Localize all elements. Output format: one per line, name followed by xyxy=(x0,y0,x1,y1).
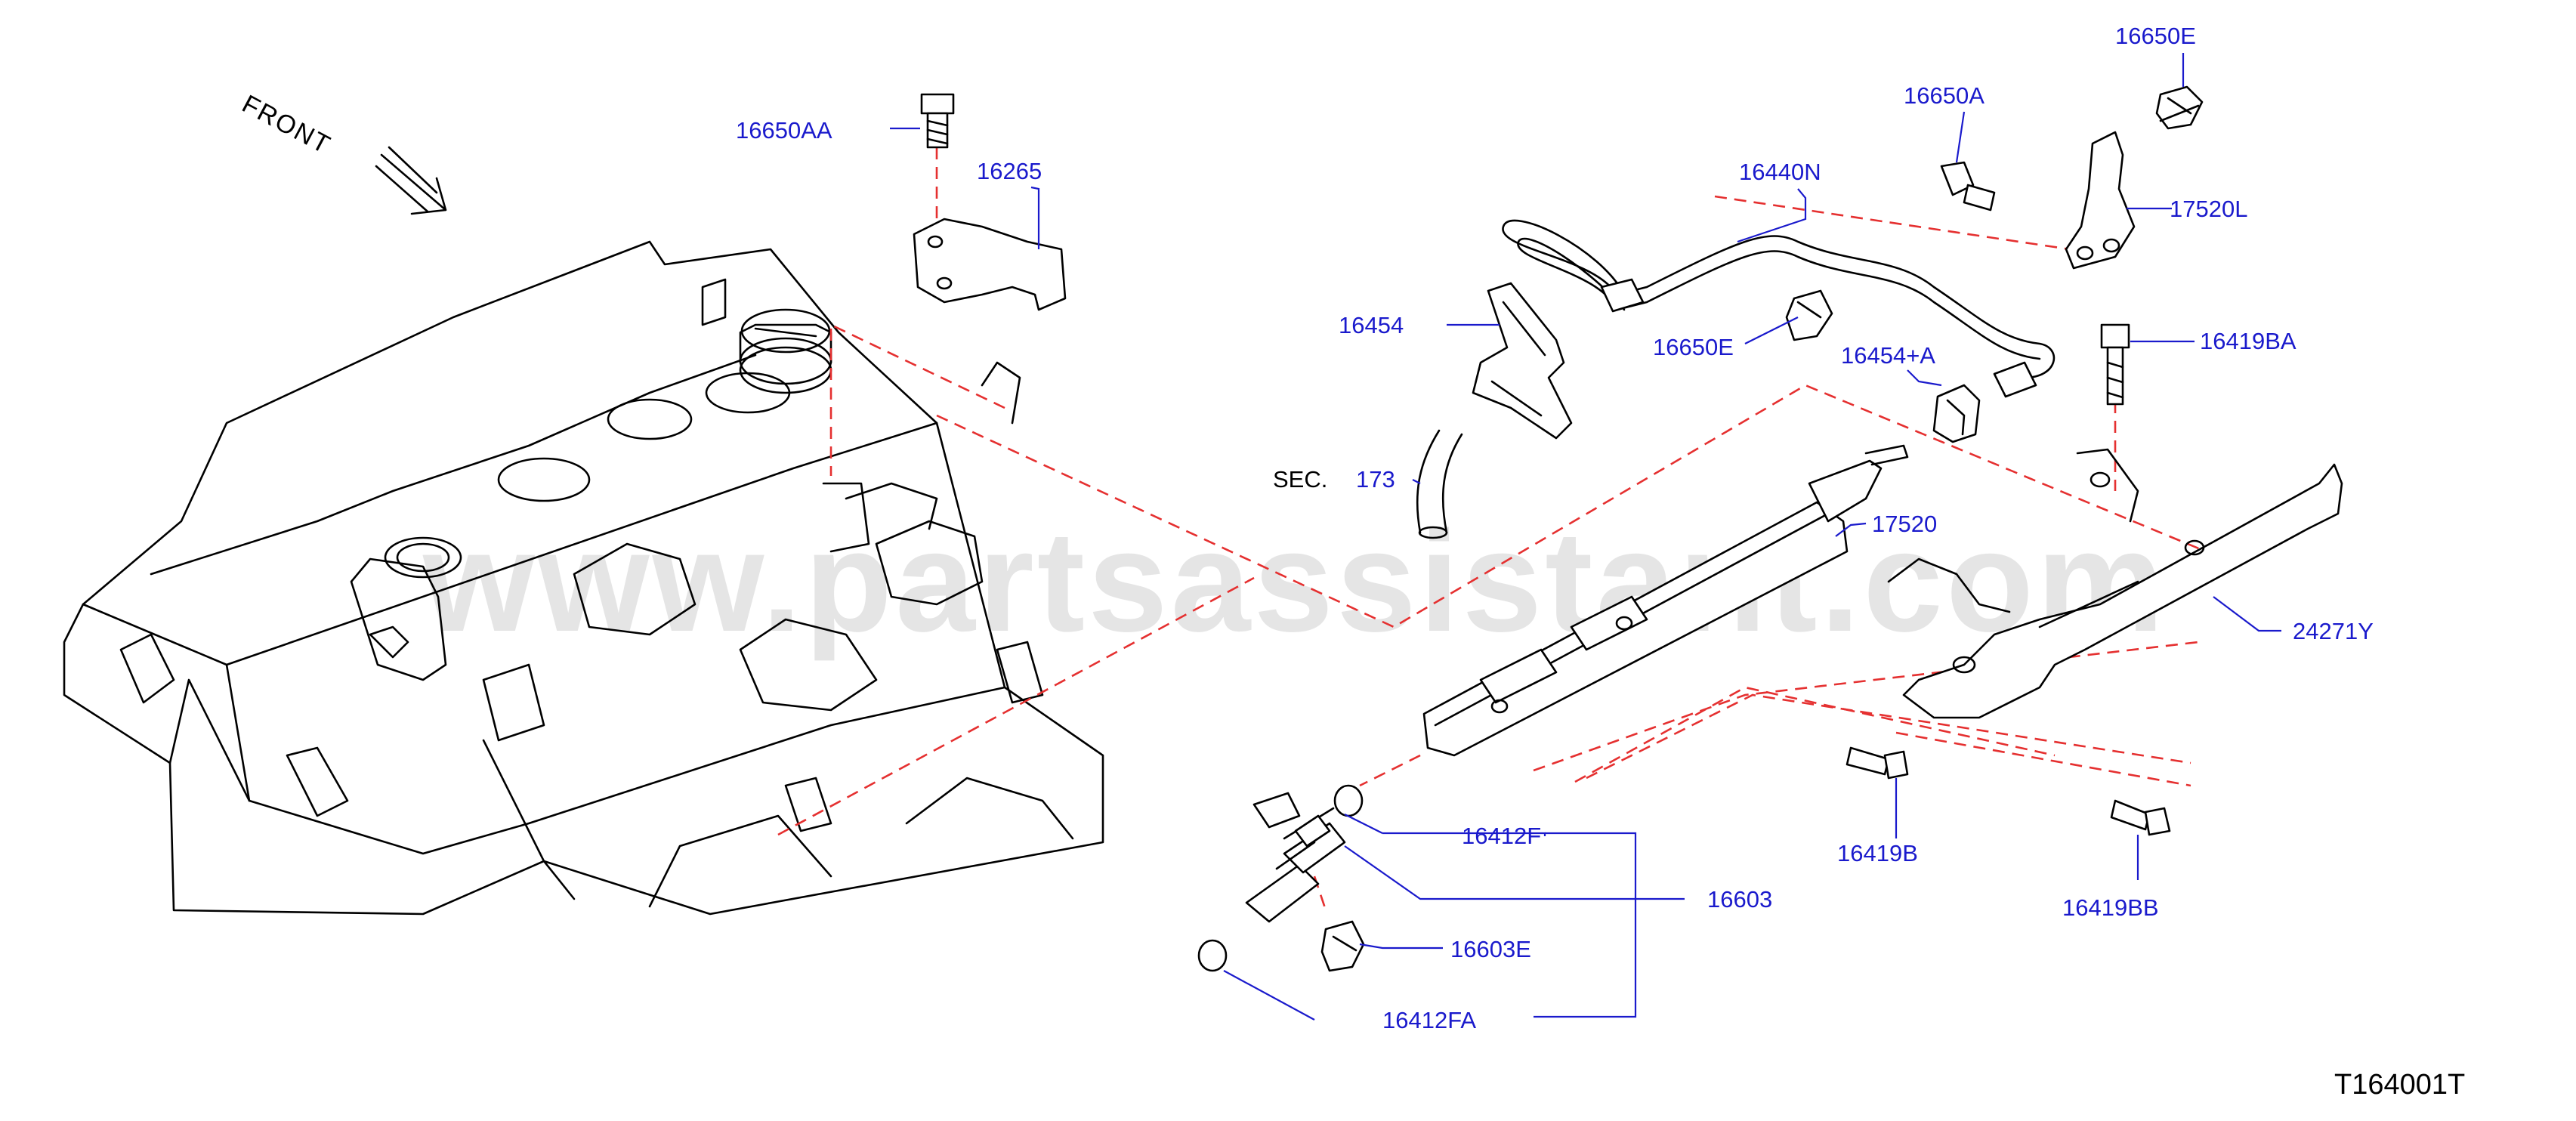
watermark-text: www.partsassistant.com xyxy=(422,502,2167,662)
callout-16419B[interactable]: 16419B xyxy=(1837,840,1918,866)
section-ref-prefix: SEC. xyxy=(1273,466,1327,493)
part-16650E-middle-clip xyxy=(1785,289,1833,341)
part-16440N-fuel-hose xyxy=(1502,219,2056,398)
part-16419BB-bolt xyxy=(2110,799,2171,836)
diagram-id: T164001T xyxy=(2334,1069,2465,1101)
part-16419B-bolt xyxy=(1846,746,1909,780)
part-16650A-bolt xyxy=(1940,161,1996,212)
engine-cylinder-head xyxy=(63,240,1104,916)
callout-16419BA[interactable]: 16419BA xyxy=(2200,328,2296,354)
callout-16412FA[interactable]: 16412FA xyxy=(1382,1007,1476,1033)
callout-16440N[interactable]: 16440N xyxy=(1739,159,1821,185)
callout-16650E-middle[interactable]: 16650E xyxy=(1653,334,1734,360)
part-173-fuel-hose-stub xyxy=(1416,429,1463,539)
front-orientation-indicator: FRONT xyxy=(237,90,447,215)
callout-16603E[interactable]: 16603E xyxy=(1450,936,1531,962)
callout-16650A[interactable]: 16650A xyxy=(1904,82,1985,109)
callout-16412F[interactable]: 16412F xyxy=(1462,823,1541,849)
seal-16412FA xyxy=(1197,939,1228,972)
seal-16412F xyxy=(1333,784,1364,817)
part-16265-bracket xyxy=(913,218,1067,311)
callout-16603[interactable]: 16603 xyxy=(1707,886,1772,913)
callout-16650AA[interactable]: 16650AA xyxy=(736,117,832,144)
phantom-installation-lines xyxy=(777,147,2207,911)
part-16603-fuel-injector xyxy=(1245,792,1346,923)
part-17520L-bracket xyxy=(2065,131,2136,270)
callout-24271Y[interactable]: 24271Y xyxy=(2293,618,2374,644)
part-16454-bracket xyxy=(1472,282,1573,440)
section-ref-number[interactable]: 173 xyxy=(1356,466,1395,493)
part-24271Y-heat-shield xyxy=(1887,448,2343,719)
part-16412-seals xyxy=(1197,784,1364,972)
part-16454-A-clip xyxy=(1932,384,1981,443)
part-16650E-upper-clip xyxy=(2155,85,2204,130)
part-16603E-clip xyxy=(1320,920,1365,972)
callout-16454-A[interactable]: 16454+A xyxy=(1841,342,1935,369)
callout-17520L[interactable]: 17520L xyxy=(2170,196,2247,222)
callout-16650E-upper[interactable]: 16650E xyxy=(2115,23,2196,49)
callout-labels: 16650AA 16265 16650E 16650A 16440N 17520… xyxy=(736,23,2374,1033)
callout-17520[interactable]: 17520 xyxy=(1872,511,1937,537)
callout-16454[interactable]: 16454 xyxy=(1339,312,1404,338)
front-arrow-icon xyxy=(375,146,447,215)
part-17520-fuel-rail xyxy=(1422,444,1909,757)
callout-leaders xyxy=(890,53,2281,1021)
callout-16265[interactable]: 16265 xyxy=(977,158,1042,184)
front-label: FRONT xyxy=(237,90,335,160)
callout-16419BB[interactable]: 16419BB xyxy=(2062,894,2159,921)
part-16419BA-bolt xyxy=(2100,323,2130,406)
part-16650AA-bolt xyxy=(920,93,955,149)
